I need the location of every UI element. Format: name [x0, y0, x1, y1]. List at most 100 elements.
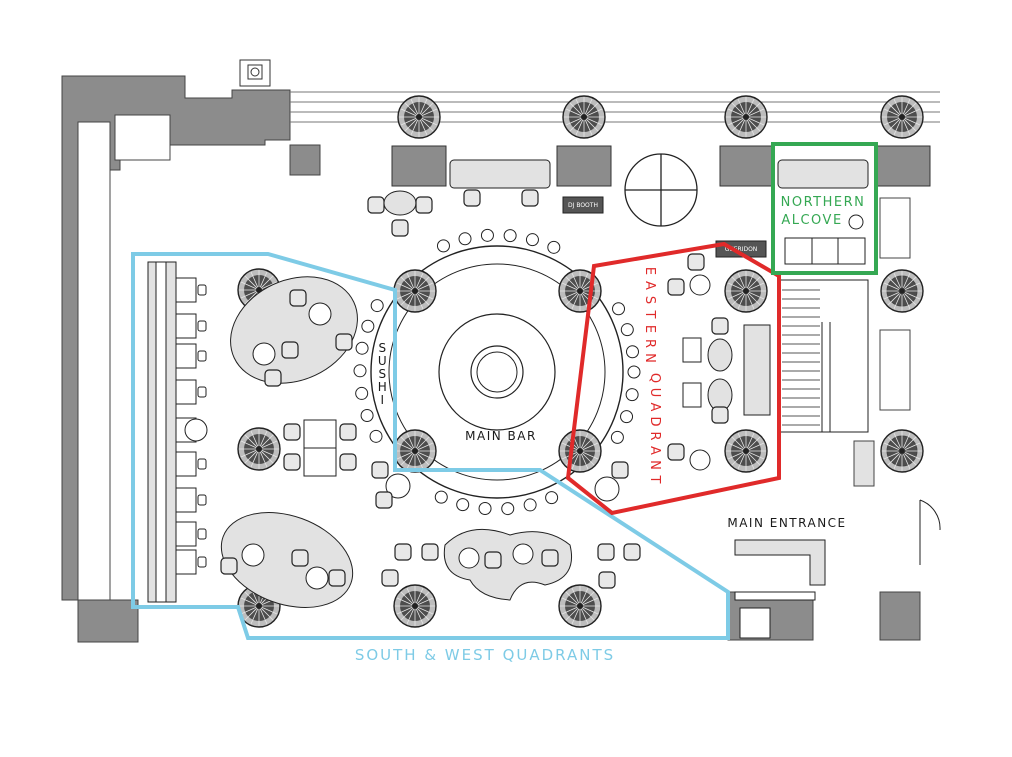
bar-stool: [353, 364, 367, 378]
eastern-quadrant-letter: A: [647, 403, 662, 412]
bar-stool: [627, 365, 641, 379]
east-facade: [853, 197, 924, 487]
banquette-chair: [197, 556, 207, 568]
banquette-table: [175, 451, 197, 477]
northwest-room: [114, 114, 171, 161]
west-lounge-seats: [184, 289, 353, 590]
eastern-quadrant-letter: N: [647, 460, 662, 470]
northern-alcove-label-line2: ALCOVE: [781, 213, 842, 228]
west-banquette: [147, 261, 177, 603]
svg-text:DJ BOOTH: DJ BOOTH: [568, 202, 598, 209]
bar-stools: [353, 228, 641, 516]
eastern-quadrant-letter: T: [642, 310, 657, 319]
bar-stool: [545, 491, 559, 505]
bar-stool: [355, 341, 369, 355]
bar-stool: [456, 498, 470, 512]
sushi-letter: H: [378, 380, 389, 394]
eastern-quadrant-letter: A: [647, 446, 662, 455]
eastern-quadrant-letter: R: [642, 339, 657, 348]
palm-tree-icon: [880, 429, 924, 473]
banquette-table: [175, 549, 197, 575]
south-west-zone-outline: [131, 252, 730, 640]
west-dining-table: [283, 419, 357, 477]
palm-tree-icon: [393, 584, 437, 628]
dj-booth: DJ BOOTH: [562, 196, 604, 214]
banquette-chair: [197, 320, 207, 332]
palm-tree-icon: [397, 95, 441, 139]
west-wall-void: [77, 121, 111, 601]
bar-stool: [355, 386, 369, 400]
bar-stool: [501, 502, 515, 516]
entrance-door: [919, 499, 941, 565]
banquette-table: [175, 343, 197, 369]
south-lounge: [443, 528, 572, 601]
bar-stool: [547, 240, 561, 254]
bar-stool: [480, 228, 494, 242]
eastern-quadrant-letter: S: [642, 296, 657, 304]
northern-alcove-outline: [771, 142, 878, 275]
bar-stool: [620, 410, 634, 424]
eastern-quadrant-letter: A: [642, 281, 657, 290]
palm-tree-icon: [237, 427, 281, 471]
palm-tree-icon: [393, 429, 437, 473]
palm-tree-icon: [562, 95, 606, 139]
north-lounge-chairs: [367, 189, 539, 237]
bar-stool: [625, 345, 639, 359]
bar-stool: [625, 388, 639, 402]
palm-tree-icon: [880, 269, 924, 313]
eastern-zone-outline: [565, 241, 781, 516]
bar-stool: [612, 302, 626, 316]
northern-alcove-label-line1: NORTHERN: [781, 195, 866, 210]
eastern-quadrant-letter: T: [647, 475, 662, 484]
palm-tree-icon: [558, 429, 602, 473]
banquette-table: [175, 521, 197, 547]
sushi-letter: I: [380, 393, 385, 407]
south-seats: [371, 461, 641, 589]
palm-tree-icon: [880, 95, 924, 139]
bar-stool: [369, 429, 383, 443]
revolving-door: [624, 153, 698, 227]
banquette-table: [175, 487, 197, 513]
south-west-quadrants-label: SOUTH & WEST QUADRANTS: [355, 646, 615, 664]
north-facade: [290, 91, 940, 123]
staircase: [779, 279, 869, 433]
main-bar: [370, 245, 624, 499]
eastern-quadrant-letter: N: [642, 353, 657, 363]
banquette-chair: [197, 386, 207, 398]
palm-tree-icon: [724, 269, 768, 313]
north-planters: [391, 145, 931, 187]
eastern-quadrant-letter: Q: [647, 373, 662, 383]
banquette-table: [175, 277, 197, 303]
bar-stool: [525, 233, 539, 247]
west-tables: [175, 277, 207, 575]
bar-stool: [360, 408, 374, 422]
sushi-letter: U: [378, 354, 388, 368]
bar-stool: [620, 323, 634, 337]
east-lounge: [667, 253, 771, 473]
palm-tree-icon: [724, 95, 768, 139]
banquette-chair: [197, 284, 207, 296]
sushi-letter: S: [378, 341, 387, 355]
banquette-chair: [197, 494, 207, 506]
banquette-chair: [197, 458, 207, 470]
banquette-chair: [197, 528, 207, 540]
palm-tree-icon: [724, 429, 768, 473]
main-entrance-label: MAIN ENTRANCE: [727, 516, 846, 530]
palm-tree-icon: [558, 584, 602, 628]
bar-stool: [523, 498, 537, 512]
eastern-quadrant-letter: E: [642, 267, 657, 275]
eastern-quadrant-letter: U: [647, 388, 662, 398]
bar-stool: [503, 229, 517, 243]
bar-stool: [434, 490, 448, 504]
banquette-chair: [197, 350, 207, 362]
sushi-letter: S: [378, 367, 387, 381]
entrance-elements: [734, 539, 826, 639]
eastern-quadrant-letter: E: [642, 325, 657, 333]
bar-stool: [478, 501, 492, 515]
main-bar-label: MAIN BAR: [465, 429, 537, 443]
bar-stool: [610, 430, 624, 444]
eastern-quadrant-letter: D: [647, 416, 662, 426]
palm-tree-icon: [393, 269, 437, 313]
